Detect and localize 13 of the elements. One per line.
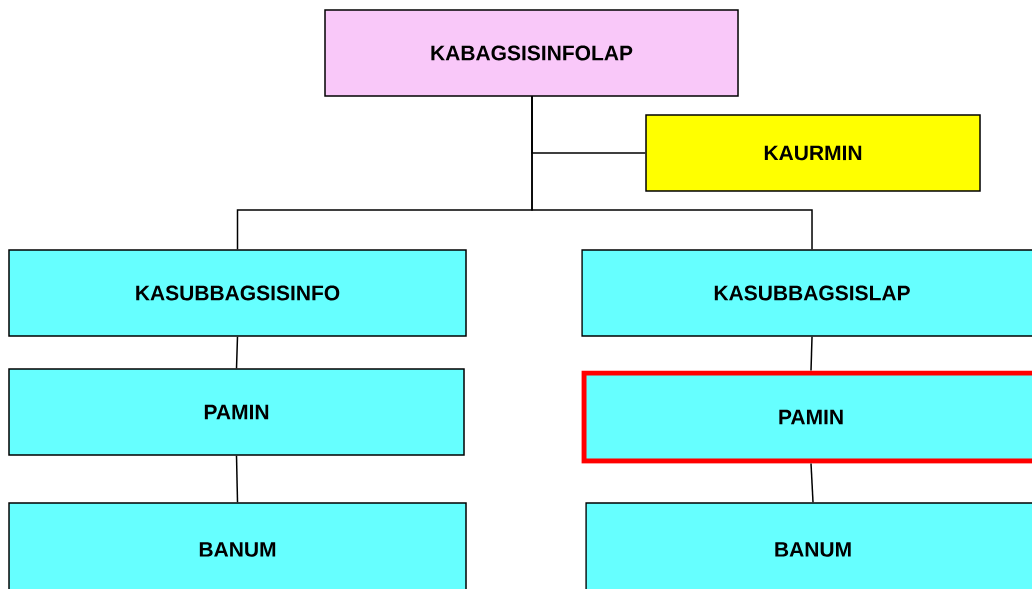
connector-line bbox=[810, 462, 814, 503]
org-box: PAMIN bbox=[8, 368, 465, 456]
org-box: KASUBBAGSISLAP bbox=[581, 249, 1032, 337]
connector-line bbox=[235, 336, 239, 369]
org-box: BANUM bbox=[585, 502, 1032, 589]
org-box: KASUBBAGSISINFO bbox=[8, 249, 467, 337]
org-box: BANUM bbox=[8, 502, 467, 589]
connector-line bbox=[235, 455, 239, 503]
org-box: KAURMIN bbox=[645, 114, 981, 192]
org-box: PAMIN bbox=[581, 370, 1032, 464]
connector-line bbox=[810, 336, 813, 372]
connector-line bbox=[531, 95, 813, 250]
org-box: KABAGSISINFOLAP bbox=[324, 9, 739, 97]
